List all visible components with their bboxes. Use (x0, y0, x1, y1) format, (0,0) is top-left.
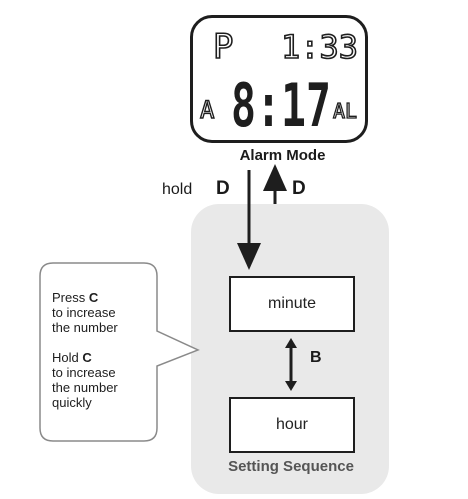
lcd-top-right: 1:33 (281, 28, 358, 66)
lcd-left-indicator: A (200, 96, 215, 124)
lcd-top-left: P (213, 27, 233, 67)
step-hour-box: hour (229, 397, 355, 453)
toggle-button-label: B (310, 349, 322, 366)
mode-title: Alarm Mode (239, 147, 326, 164)
callout-line-6: the number (52, 380, 118, 395)
callout-bubble (39, 262, 200, 442)
step-hour-label: hour (275, 416, 309, 433)
lcd-main-time: 8:17 (231, 71, 331, 140)
callout-hold-button: C (82, 350, 92, 365)
lcd-right-indicator: AL (333, 99, 357, 123)
step-minute-label: minute (267, 295, 317, 312)
watch-lcd-display: P 1:33 A 8:17 AL (190, 15, 368, 143)
callout-line-7: quickly (52, 395, 92, 410)
callout-instructions: Press C to increase the number Hold C to… (52, 290, 170, 410)
callout-line-5: to increase (52, 365, 116, 380)
callout-press-word: Press (52, 290, 86, 305)
callout-press-button: C (88, 290, 99, 305)
hold-button-label: D (216, 178, 230, 199)
return-button-label: D (292, 178, 306, 199)
step-minute-box: minute (229, 276, 355, 332)
callout-line-2: to increase (52, 305, 116, 320)
callout-hold-word: Hold (52, 350, 79, 365)
lcd-segments: P 1:33 A 8:17 AL (199, 26, 359, 140)
setting-sequence-title: Setting Sequence (228, 458, 354, 475)
hold-label: hold (162, 181, 193, 198)
callout-line-3: the number (52, 320, 118, 335)
